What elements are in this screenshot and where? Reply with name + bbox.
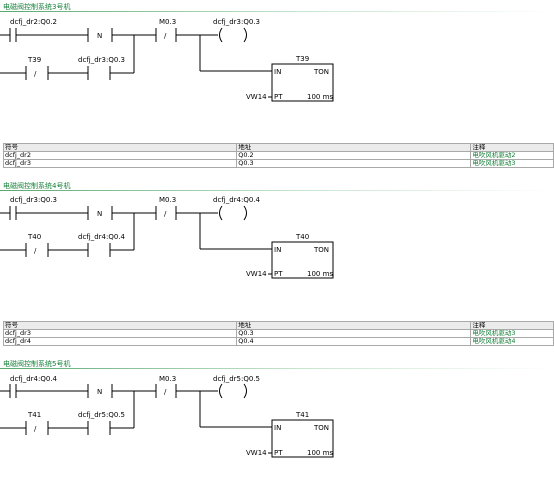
timer-pt: PT bbox=[274, 449, 283, 457]
header-comment: 注释 bbox=[470, 143, 554, 152]
timer-unit: 100 ms bbox=[307, 449, 333, 457]
timer-pt-var[interactable]: VW14 bbox=[246, 93, 267, 101]
timer-type: TON bbox=[313, 424, 329, 432]
m-contact-slash: / bbox=[164, 388, 167, 396]
timer-unit: 100 ms bbox=[307, 270, 333, 278]
m-contact-slash: / bbox=[164, 210, 167, 218]
network-3: 电磁阀控制系统5号机 dcfj_dr4:Q0.4 N M0.3 bbox=[0, 357, 554, 481]
timer-name[interactable]: T39 bbox=[295, 55, 309, 63]
table-row[interactable]: dcfj_dr3 Q0.3 电吹风机驱动3 bbox=[2, 329, 554, 338]
symbol-cell[interactable]: dcfj_dr4 bbox=[2, 337, 238, 346]
symbol-cell[interactable]: dcfj_dr2 bbox=[2, 151, 238, 160]
ladder-diagram: dcfj_dr3:Q0.3 N M0.3 / dcfj_dr4:Q0.4 T40… bbox=[0, 196, 334, 279]
timer-in: IN bbox=[274, 246, 281, 254]
header-comment: 注释 bbox=[470, 321, 554, 330]
comment-cell[interactable]: 电吹风机驱动3 bbox=[470, 329, 554, 338]
symbol-table-header: 符号 地址 注释 bbox=[2, 321, 554, 330]
timer-unit: 100 ms bbox=[307, 93, 333, 101]
symbol-cell[interactable]: dcfj_dr3 bbox=[2, 329, 238, 338]
title-underline bbox=[0, 11, 554, 12]
n-contact-label[interactable]: N bbox=[97, 32, 102, 40]
m-contact-slash: / bbox=[164, 32, 167, 40]
coil-label[interactable]: dcfj_dr4:Q0.4 bbox=[213, 196, 261, 204]
ladder-diagram: dcfj_dr4:Q0.4 N M0.3 / dcfj_dr5:Q0.5 T41… bbox=[0, 375, 334, 458]
network-title[interactable]: 电磁阀控制系统3号机 bbox=[3, 3, 71, 11]
contact-bottom-label[interactable]: T41 bbox=[27, 411, 41, 419]
comment-cell[interactable]: 电吹风机驱动4 bbox=[470, 337, 554, 346]
timer-type: TON bbox=[313, 246, 329, 254]
header-symbol: 符号 bbox=[2, 321, 238, 330]
network-title[interactable]: 电磁阀控制系统5号机 bbox=[3, 360, 71, 368]
contact-top-label[interactable]: dcfj_dr2:Q0.2 bbox=[10, 18, 57, 26]
symbol-cell[interactable]: dcfj_dr3 bbox=[2, 159, 238, 168]
symbol-table-header: 符号 地址 注释 bbox=[2, 143, 554, 152]
table-row[interactable]: dcfj_dr4 Q0.4 电吹风机驱动4 bbox=[2, 337, 554, 346]
timer-pt: PT bbox=[274, 93, 283, 101]
header-symbol: 符号 bbox=[2, 143, 238, 152]
m-contact-label[interactable]: M0.3 bbox=[159, 196, 176, 204]
coil-label[interactable]: dcfj_dr3:Q0.3 bbox=[213, 18, 260, 26]
timer-name[interactable]: T41 bbox=[295, 411, 309, 419]
header-address: 地址 bbox=[236, 143, 472, 152]
contact-top-label[interactable]: dcfj_dr3:Q0.3 bbox=[10, 196, 57, 204]
contact-bottom-slash: / bbox=[34, 425, 37, 433]
header-address: 地址 bbox=[236, 321, 472, 330]
contact-bottom-label[interactable]: T40 bbox=[27, 233, 41, 241]
address-cell[interactable]: Q0.3 bbox=[236, 159, 472, 168]
symbol-table: 符号 地址 注释 dcfj_dr3 Q0.3 电吹风机驱动3 dcfj_dr4 … bbox=[2, 321, 554, 346]
timer-in: IN bbox=[274, 68, 281, 76]
address-cell[interactable]: Q0.3 bbox=[236, 329, 472, 338]
timer-type: TON bbox=[313, 68, 329, 76]
address-cell[interactable]: Q0.4 bbox=[236, 337, 472, 346]
network-1: 电磁阀控制系统3号机 bbox=[0, 0, 554, 140]
contact-parallel-label[interactable]: dcfj_dr4:Q0.4 bbox=[78, 233, 126, 241]
timer-name[interactable]: T40 bbox=[295, 233, 309, 241]
contact-parallel-label[interactable]: dcfj_dr3:Q0.3 bbox=[78, 56, 125, 64]
title-underline bbox=[0, 368, 554, 369]
address-cell[interactable]: Q0.2 bbox=[236, 151, 472, 160]
contact-top-label[interactable]: dcfj_dr4:Q0.4 bbox=[10, 375, 58, 383]
table-row[interactable]: dcfj_dr3 Q0.3 电吹风机驱动3 bbox=[2, 159, 554, 168]
title-underline bbox=[0, 190, 554, 191]
n-contact-label[interactable]: N bbox=[97, 388, 102, 396]
contact-bottom-slash: / bbox=[34, 247, 37, 255]
timer-in: IN bbox=[274, 424, 281, 432]
timer-pt: PT bbox=[274, 270, 283, 278]
contact-parallel-label[interactable]: dcfj_dr5:Q0.5 bbox=[78, 411, 125, 419]
m-contact-label[interactable]: M0.3 bbox=[159, 18, 176, 26]
table-row[interactable]: dcfj_dr2 Q0.2 电吹风机驱动2 bbox=[2, 151, 554, 160]
symbol-table: 符号 地址 注释 dcfj_dr2 Q0.2 电吹风机驱动2 dcfj_dr3 … bbox=[2, 143, 554, 168]
timer-pt-var[interactable]: VW14 bbox=[246, 270, 267, 278]
n-contact-label[interactable]: N bbox=[97, 210, 102, 218]
contact-bottom-label[interactable]: T39 bbox=[27, 56, 41, 64]
network-title[interactable]: 电磁阀控制系统4号机 bbox=[3, 182, 71, 190]
contact-bottom-slash: / bbox=[34, 70, 37, 78]
network-2: 电磁阀控制系统4号机 dcfj_dr3:Q0.3 N M0.3 bbox=[0, 179, 554, 319]
coil-label[interactable]: dcfj_dr5:Q0.5 bbox=[213, 375, 260, 383]
m-contact-label[interactable]: M0.3 bbox=[159, 375, 176, 383]
ladder-diagram: dcfj_dr2:Q0.2 N M0.3 / dcfj_dr3:Q0.3 T39… bbox=[0, 18, 334, 102]
comment-cell[interactable]: 电吹风机驱动2 bbox=[470, 151, 554, 160]
timer-pt-var[interactable]: VW14 bbox=[246, 449, 267, 457]
comment-cell[interactable]: 电吹风机驱动3 bbox=[470, 159, 554, 168]
